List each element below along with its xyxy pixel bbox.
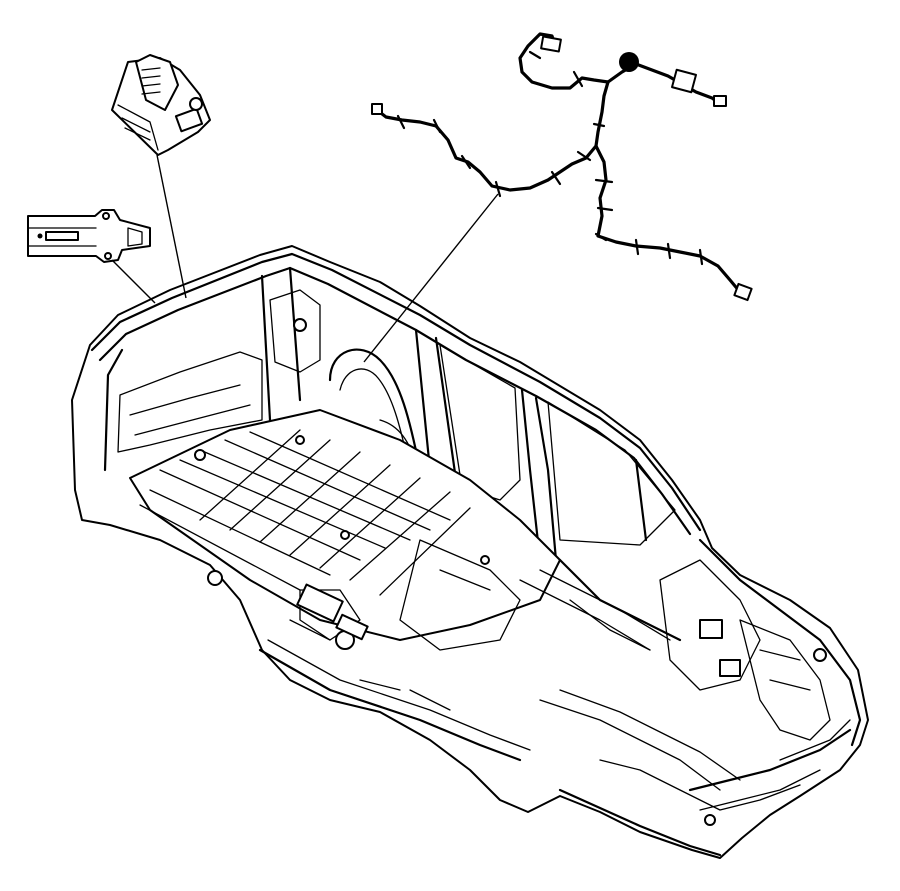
wiring-harness-icon [371, 32, 753, 302]
mounting-bracket-icon [27, 209, 151, 263]
trailer-tow-connector-icon [111, 54, 211, 156]
vehicle-body-frame-icon [71, 245, 869, 859]
